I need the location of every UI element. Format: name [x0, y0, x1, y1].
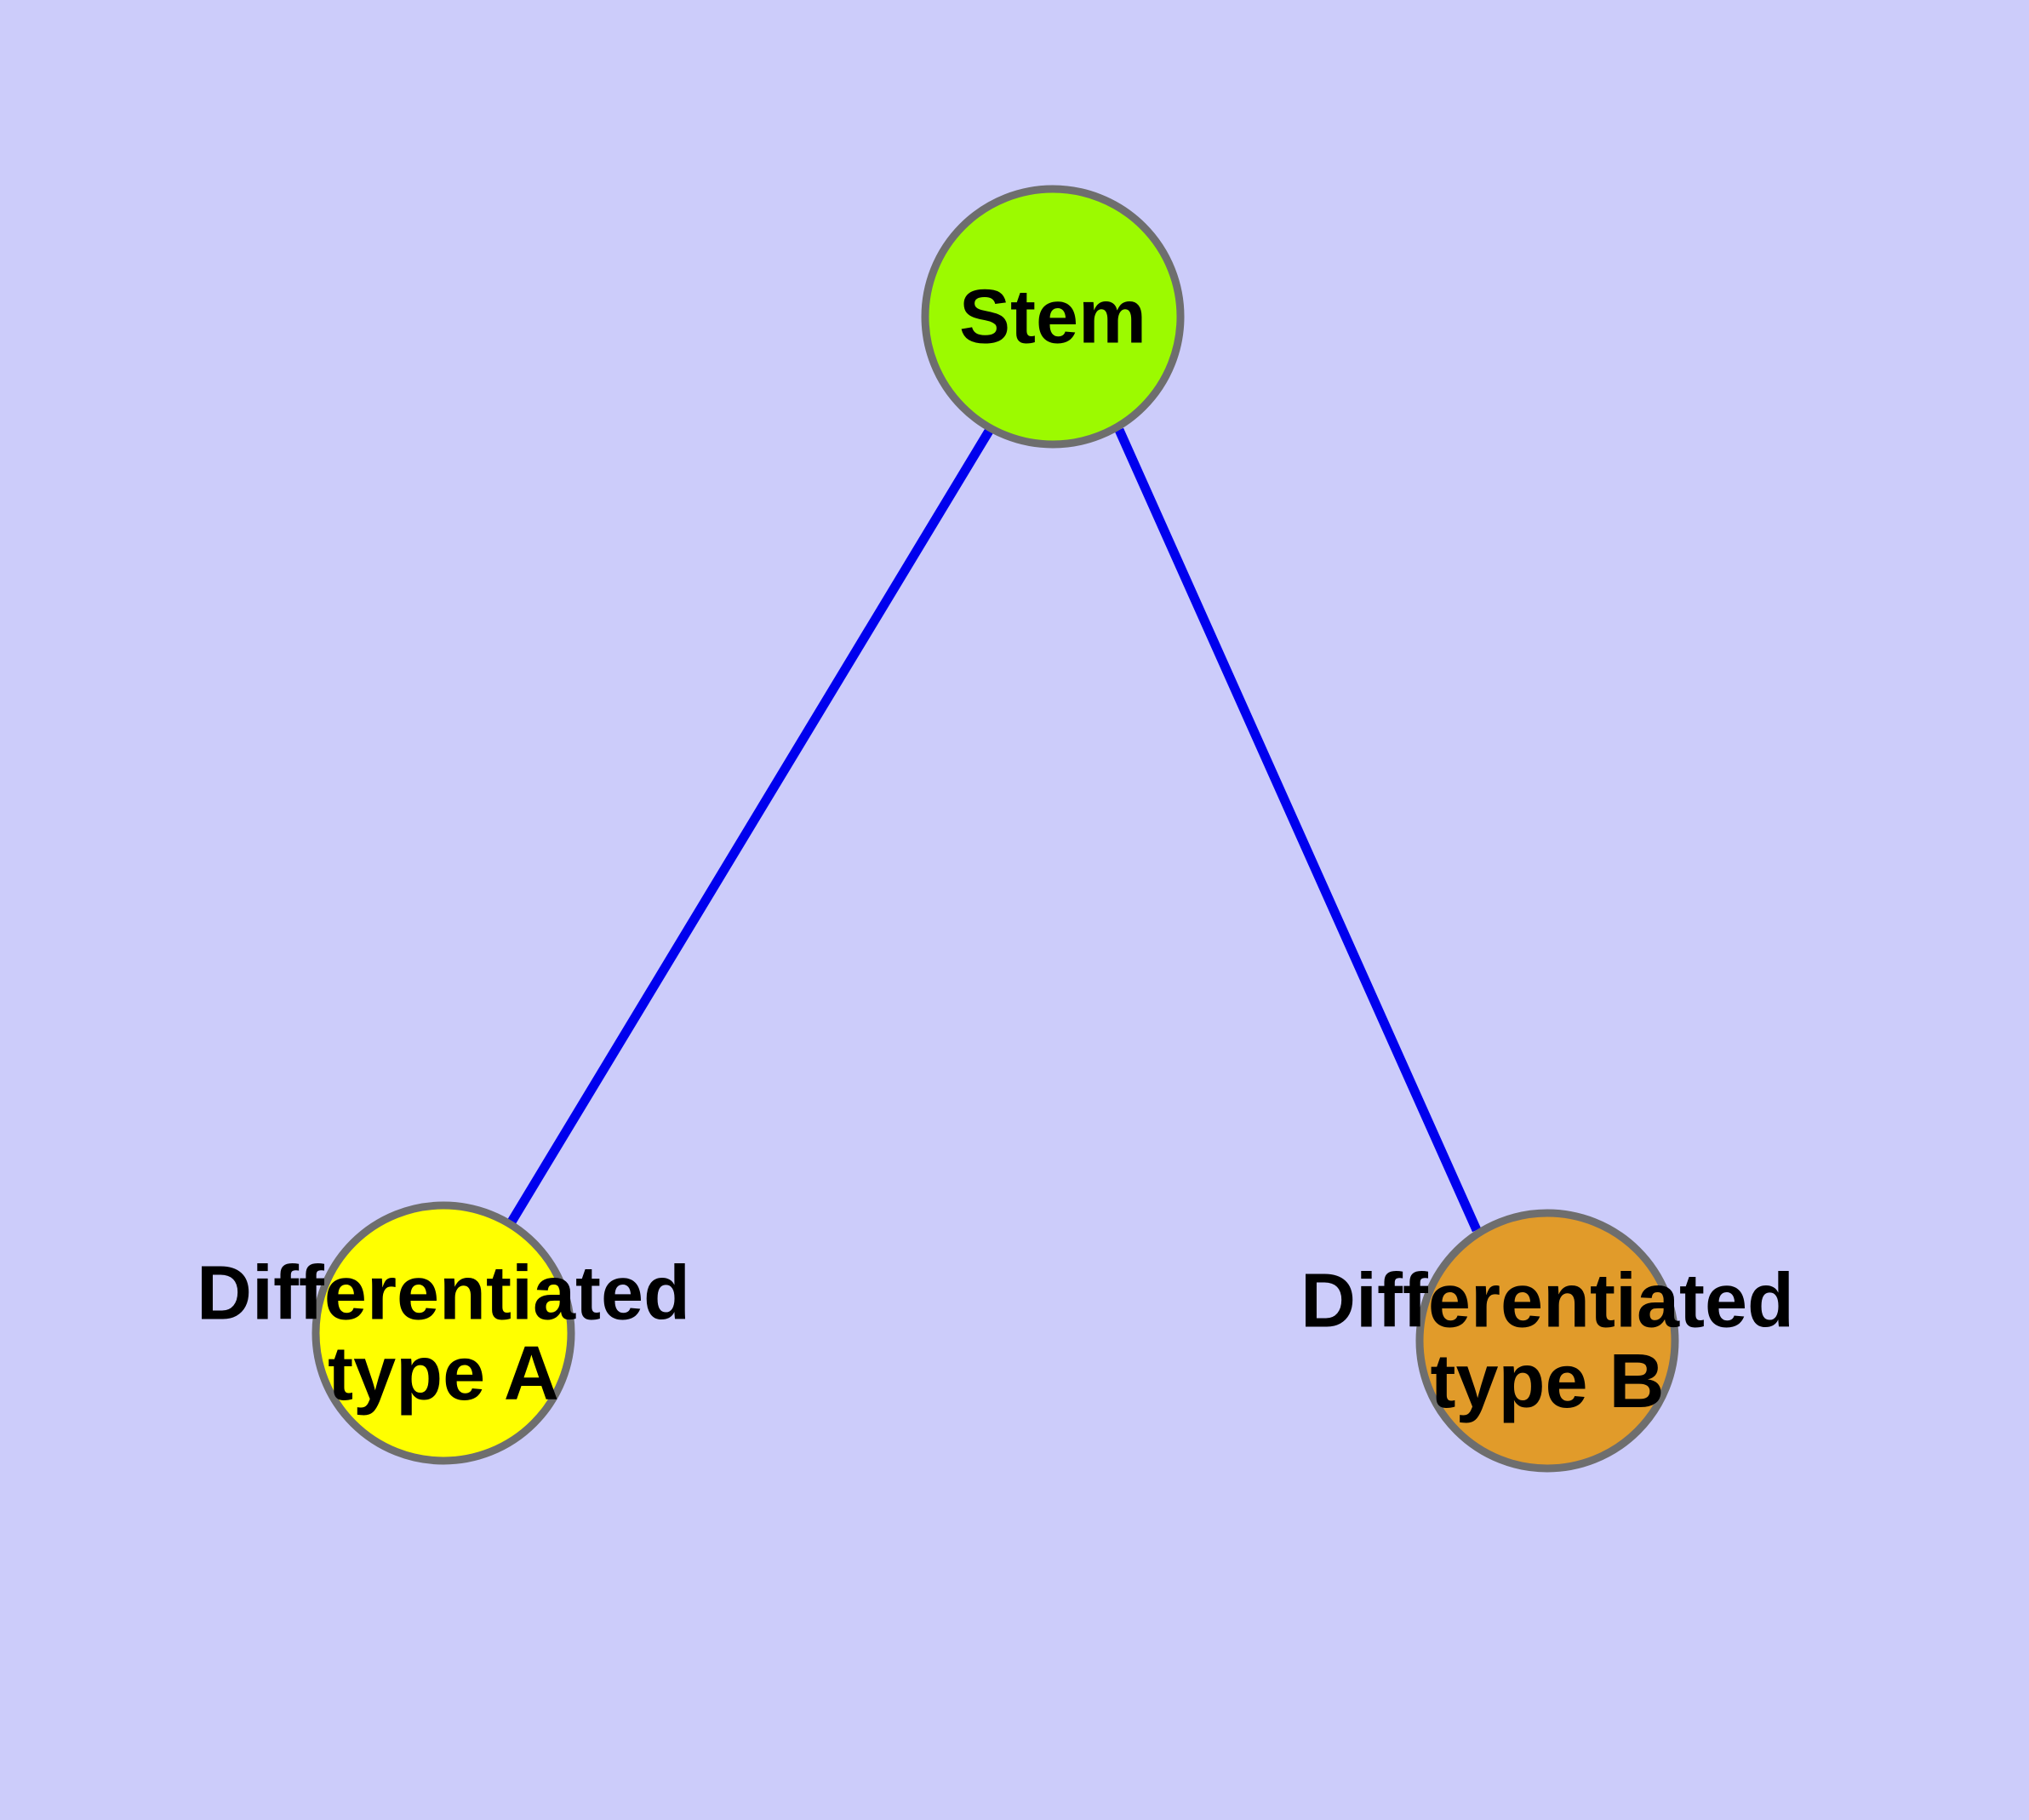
graph-node-stem[interactable] [921, 185, 1185, 449]
graph-node-label-line: type B [1430, 1339, 1664, 1424]
graph-node-diff_b[interactable] [1415, 1209, 1679, 1473]
graph-edge-stem-to-diff-b[interactable] [1114, 427, 1482, 1233]
graph-node-label-stem: Stem [959, 275, 1146, 360]
graph-node-label-line: Differentiated [197, 1251, 690, 1336]
graph-node-label-line: type A [328, 1331, 559, 1417]
graph-node-label-line: Differentiated [1300, 1258, 1794, 1343]
graph-node-label-line: Stem [959, 275, 1146, 360]
graph-edge-stem-to-diff-a[interactable] [506, 426, 995, 1226]
edges-layer [506, 426, 1482, 1233]
graph-node-diff_a[interactable] [311, 1201, 575, 1465]
nodes-layer [311, 185, 1679, 1473]
